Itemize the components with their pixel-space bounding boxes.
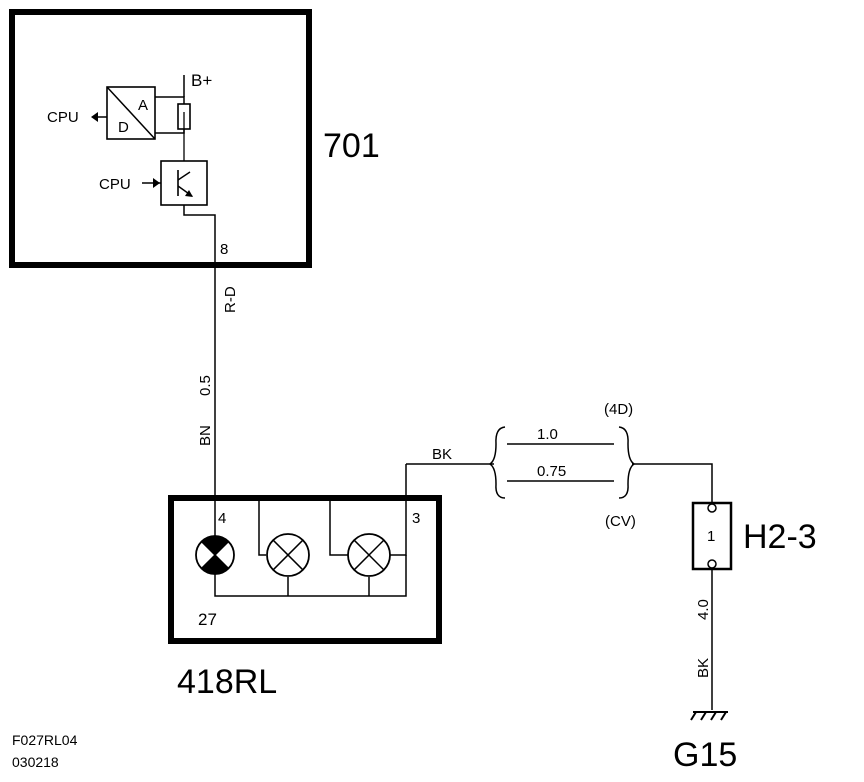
- connector-label: H2-3: [743, 518, 817, 556]
- module-701-label: 701: [323, 127, 380, 165]
- pin-8-label: 8: [220, 241, 228, 258]
- ground-wire-color: BK: [695, 658, 712, 678]
- splice-right-brace: [618, 426, 636, 499]
- cpu-in-arrow-icon: [153, 178, 160, 188]
- adc-block: [106, 86, 156, 140]
- pin3-wire: [390, 464, 407, 556]
- connector-pin-label: 1: [707, 528, 715, 545]
- ground-label: G15: [673, 736, 737, 774]
- adc-a-label: A: [138, 97, 148, 114]
- transistor-collector: [177, 171, 191, 181]
- bulb-return: [214, 555, 407, 597]
- bulb-bus-3: [329, 500, 349, 556]
- connector-pin-bottom-icon: [707, 559, 717, 569]
- date-code: 030218: [12, 754, 59, 770]
- bulb-1-icon: [195, 535, 235, 575]
- figure-code: F027RL04: [12, 732, 78, 748]
- cpu-out-arrow-icon: [91, 112, 98, 122]
- module-418rl-label: 418RL: [177, 663, 277, 701]
- bplus-label: B+: [191, 71, 212, 90]
- splice-left-brace: [488, 426, 506, 499]
- adc-diagonal: [106, 86, 156, 140]
- adc-d-label: D: [118, 119, 129, 136]
- bulb-bus-2: [258, 500, 266, 556]
- wire-color-code: R-D: [222, 286, 239, 313]
- splice-out: [632, 463, 713, 503]
- variant-label-a: (4D): [604, 401, 633, 418]
- variant-size-a: 1.0: [537, 426, 558, 443]
- bulb-2-icon: [266, 533, 310, 577]
- emitter-arrow-icon: [185, 190, 193, 197]
- pin-4-label: 4: [218, 510, 226, 527]
- pin-3-label: 3: [412, 510, 420, 527]
- ground-wire-size: 4.0: [695, 599, 712, 620]
- module-701-box: [9, 9, 312, 268]
- ground-hatch: [690, 711, 727, 721]
- module-418rl-box: [168, 495, 442, 644]
- bk-label: BK: [432, 446, 452, 463]
- connector-pin-top-icon: [707, 503, 717, 513]
- bulb-3-icon: [347, 533, 391, 577]
- cpu-in-label: CPU: [99, 176, 131, 193]
- transistor-block: [160, 160, 208, 206]
- pin-27-label: 27: [198, 610, 217, 629]
- variant-size-b: 0.75: [537, 463, 566, 480]
- wire-size-label: 0.5: [197, 375, 214, 396]
- bplus-wire: [155, 96, 185, 104]
- variant-label-b: (CV): [605, 513, 636, 530]
- transistor-output: [183, 205, 216, 500]
- cpu-out-label: CPU: [47, 109, 79, 126]
- wire-color-label: BN: [197, 425, 214, 446]
